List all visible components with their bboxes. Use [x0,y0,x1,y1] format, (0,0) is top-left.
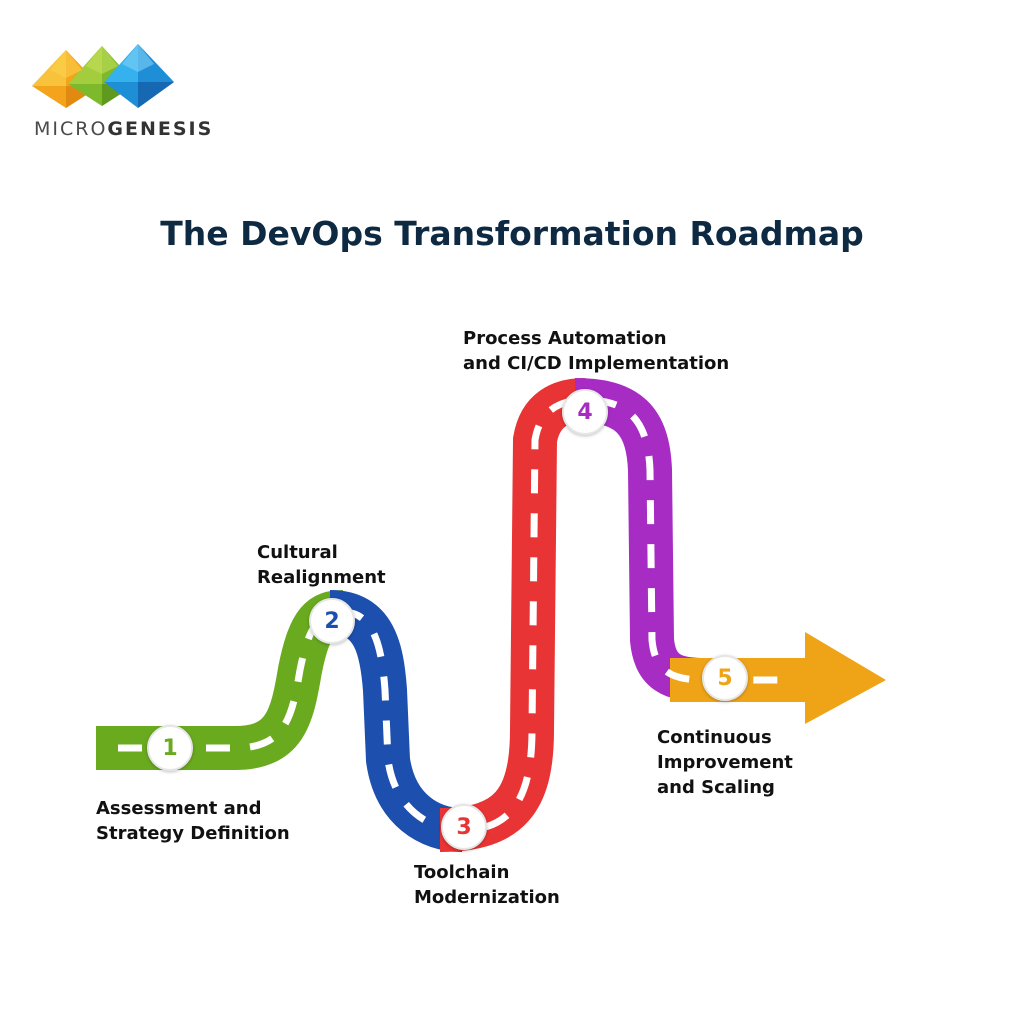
step-2-label-line2: Realignment [257,567,386,588]
road-segment-1 [96,590,344,770]
step-5-label-line1: Continuous [657,727,772,748]
step-2-number: 2 [324,608,340,634]
road-segment-2 [328,590,464,852]
logo-text-light: MICRO [34,118,108,140]
step-4-label: Process Automation and CI/CD Implementat… [463,326,729,376]
step-2-label-line1: Cultural [257,542,338,563]
step-5-number: 5 [717,665,733,691]
logo-diamond-icon [32,44,174,108]
step-5-label-line2: Improvement [657,752,793,773]
step-5-badge: 5 [702,655,748,701]
step-5-label-line3: and Scaling [657,777,775,798]
step-2-badge: 2 [309,598,355,644]
step-3-label-line1: Toolchain [414,862,510,883]
road-segment-4 [574,378,706,702]
logo-text-bold: GENESIS [107,118,214,140]
step-3-number: 3 [456,814,472,840]
step-3-label-line2: Modernization [414,887,560,908]
step-4-number: 4 [577,399,593,425]
step-5-label: Continuous Improvement and Scaling [657,725,793,800]
road-arrow-head [805,632,886,724]
step-1-label-line2: Strategy Definition [96,823,290,844]
microgenesis-logo: MICROGENESIS [30,36,211,146]
step-2-label: Cultural Realignment [257,540,386,590]
step-3-label: Toolchain Modernization [414,860,560,910]
step-4-label-line1: Process Automation [463,328,667,349]
step-4-label-line2: and CI/CD Implementation [463,353,730,374]
step-1-label-line1: Assessment and [96,798,262,819]
step-1-badge: 1 [147,725,193,771]
step-3-badge: 3 [441,804,487,850]
logo-wordmark: MICROGENESIS [34,118,213,140]
step-4-badge: 4 [562,389,608,435]
step-1-number: 1 [162,735,178,761]
page-title: The DevOps Transformation Roadmap [160,214,864,253]
road-segment-3 [439,378,586,852]
step-1-label: Assessment and Strategy Definition [96,796,290,846]
